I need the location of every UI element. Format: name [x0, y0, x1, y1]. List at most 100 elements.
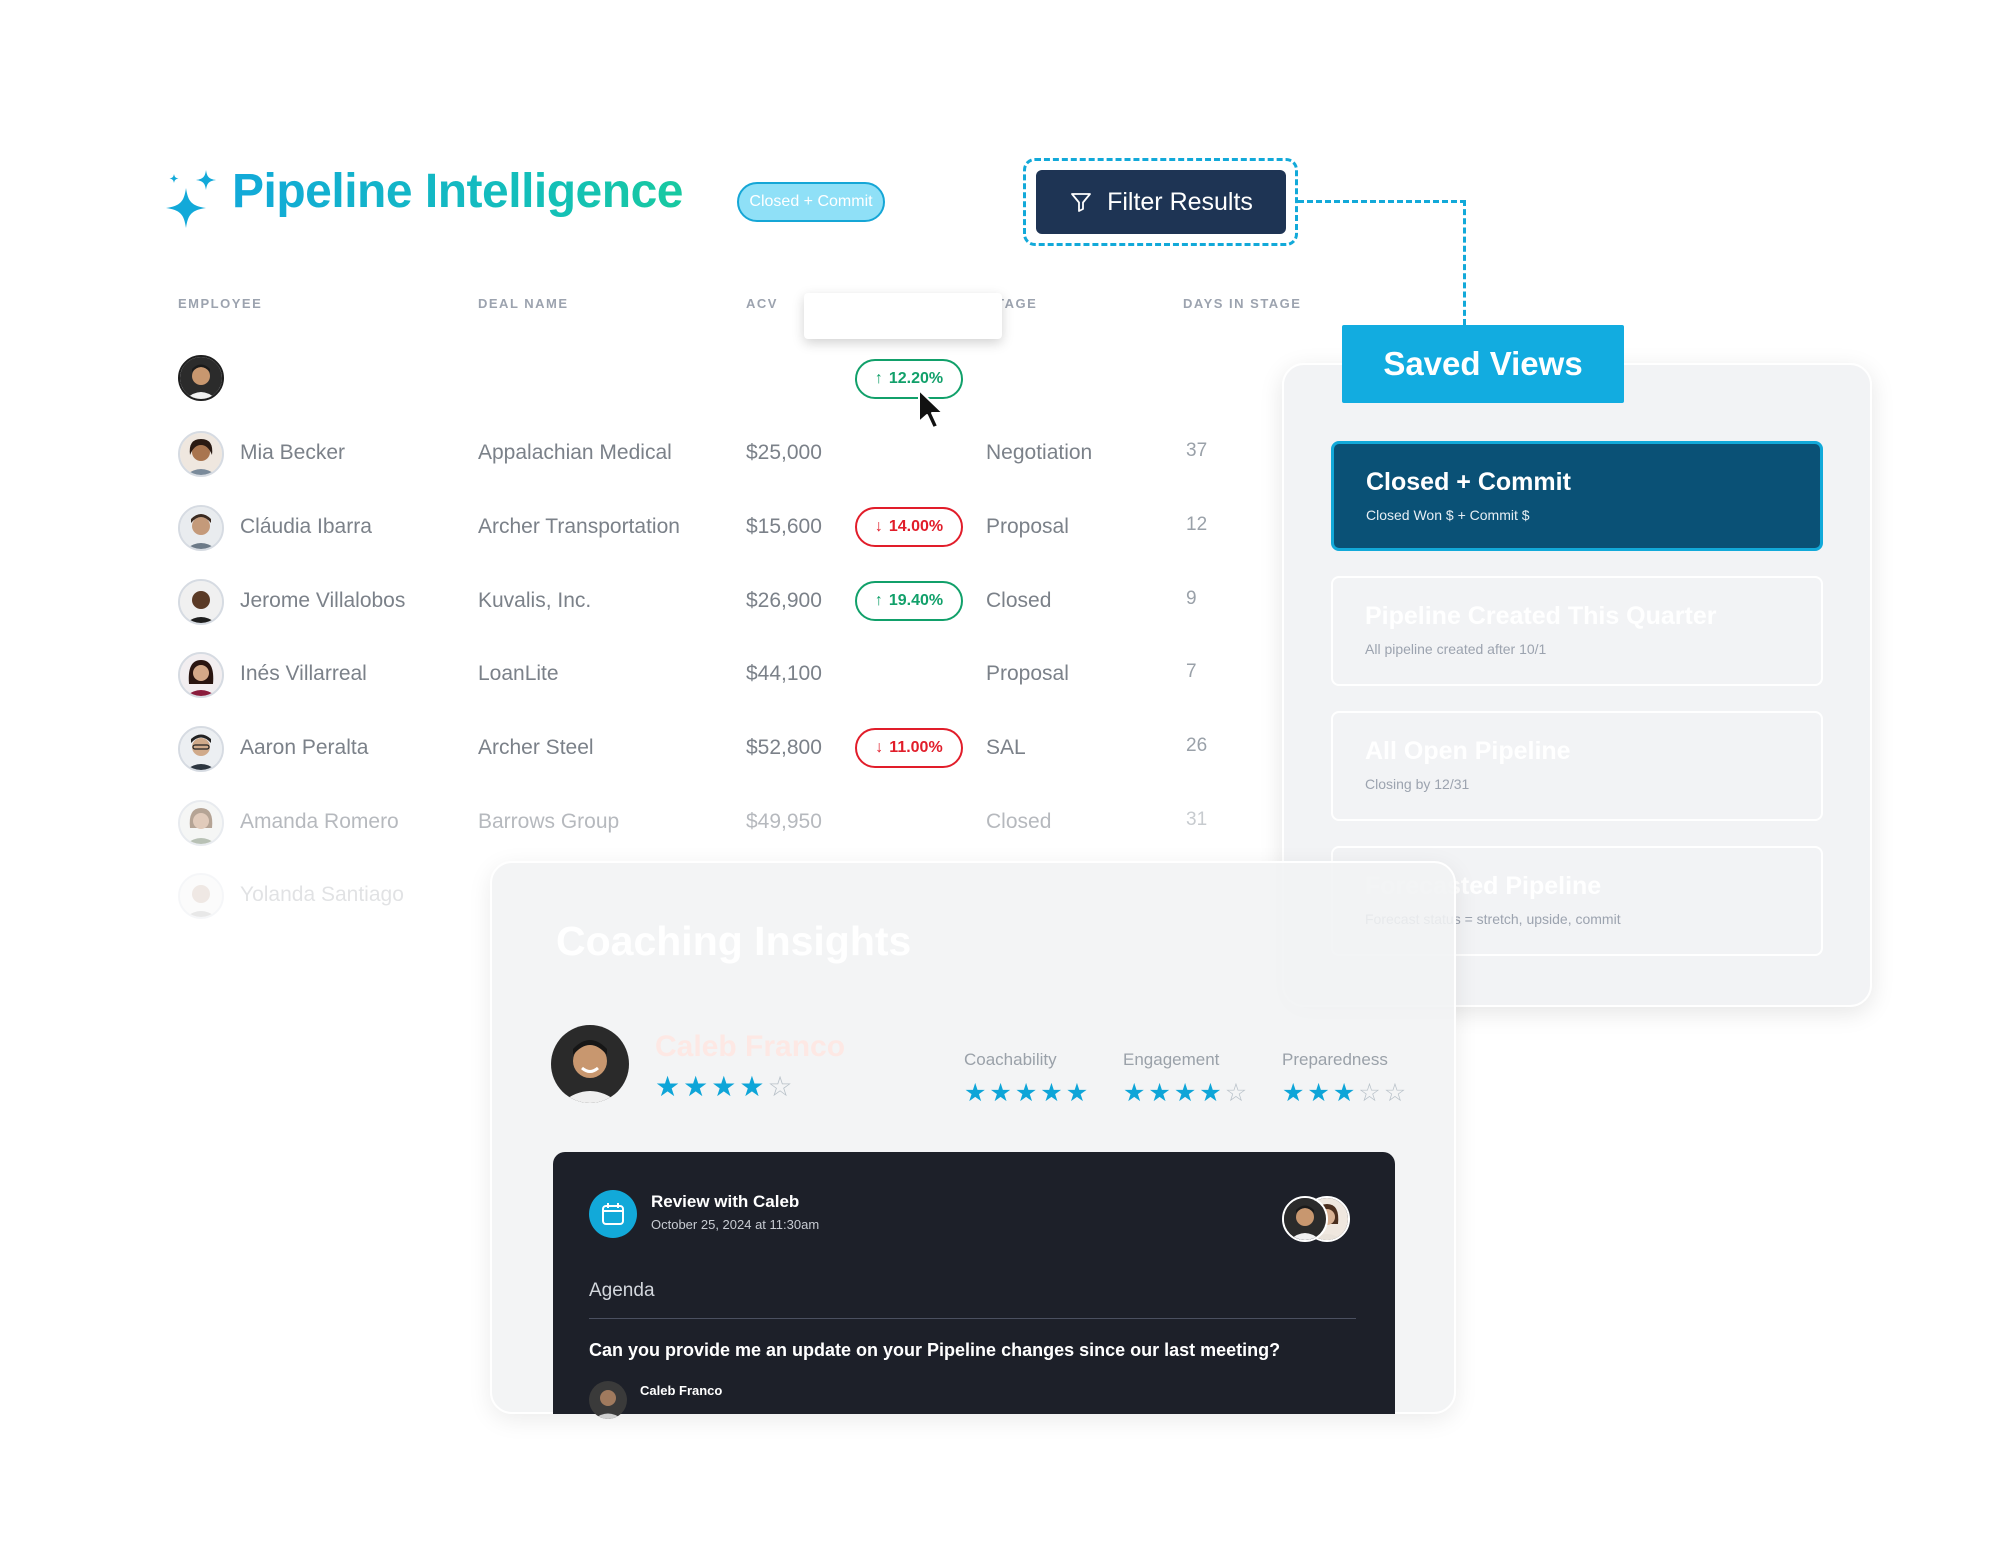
days-in-stage: 37 [1186, 440, 1208, 461]
deal-name: Appalachian Medical [478, 441, 672, 464]
star-filled-icon: ★ [683, 1071, 712, 1102]
stage: Negotiation [986, 441, 1093, 464]
rep-name: Caleb Franco [655, 1030, 846, 1063]
acv-value: $49,950 [746, 810, 822, 833]
star-filled-icon: ★ [1332, 1079, 1359, 1107]
employee-name: Cláudia Ibarra [240, 515, 372, 538]
divider [589, 1318, 1356, 1319]
acv-value: $15,600 [746, 515, 822, 538]
acv-value: $44,100 [746, 662, 822, 685]
avatar [178, 431, 224, 477]
saved-view-pipeline-created[interactable]: Pipeline Created This Quarter All pipeli… [1331, 576, 1823, 686]
stage: SAL [986, 736, 1026, 759]
column-header-days-in-stage: DAYS IN STAGE [1183, 296, 1302, 311]
star-filled-icon: ★ [1123, 1079, 1149, 1107]
days-in-stage: 12 [1186, 514, 1208, 535]
metric-label-preparedness: Preparedness [1282, 1050, 1388, 1069]
arrow-up-icon: ↑ [874, 592, 883, 609]
avatar [178, 505, 224, 551]
star-filled-icon: ★ [1065, 1079, 1092, 1107]
star-empty-icon: ☆ [1383, 1079, 1410, 1107]
tooltip-popup [804, 293, 1002, 339]
filter-icon [1071, 193, 1091, 212]
star-filled-icon: ★ [964, 1079, 990, 1107]
saved-view-title: All Open Pipeline [1365, 737, 1571, 765]
preparedness-stars: ★★★☆☆ [1282, 1078, 1409, 1108]
coaching-insights-title: Coaching Insights [556, 918, 912, 964]
stage: Closed [986, 810, 1052, 833]
avatar [178, 800, 224, 846]
employee-name: Inés Villarreal [240, 662, 367, 685]
reply-author: Caleb Franco [640, 1383, 723, 1398]
avatar [178, 873, 224, 919]
change-chip: ↓11.00% [855, 728, 963, 768]
sparkle-icon [166, 170, 216, 228]
change-chip: ↑19.40% [855, 581, 963, 621]
avatar [589, 1381, 627, 1419]
avatar [178, 652, 224, 698]
days-in-stage: 31 [1186, 809, 1208, 830]
saved-view-subtitle: Closed Won $ + Commit $ [1366, 507, 1530, 523]
avatar [178, 579, 224, 625]
arrow-up-icon: ↑ [874, 370, 883, 387]
deal-name: Kuvalis, Inc. [478, 589, 592, 612]
star-filled-icon: ★ [1282, 1079, 1308, 1107]
saved-view-closed-commit[interactable]: Closed + Commit Closed Won $ + Commit $ [1331, 441, 1823, 551]
saved-view-title: Pipeline Created This Quarter [1365, 602, 1717, 630]
calendar-icon [589, 1190, 637, 1238]
active-view-pill[interactable]: Closed + Commit [737, 182, 885, 222]
saved-view-all-open-pipeline[interactable]: All Open Pipeline Closing by 12/31 [1331, 711, 1823, 821]
review-title: Review with Caleb [651, 1192, 800, 1211]
agenda-question: Can you provide me an update on your Pip… [589, 1340, 1281, 1360]
saved-view-title: Closed + Commit [1366, 468, 1571, 496]
employee-name: Mia Becker [240, 441, 346, 464]
employee-name: Yolanda Santiago [240, 883, 404, 906]
days-in-stage: 26 [1186, 735, 1208, 756]
review-card[interactable] [553, 1152, 1395, 1414]
employee-name: Amanda Romero [240, 810, 399, 833]
metric-label-engagement: Engagement [1123, 1050, 1220, 1069]
filter-results-button[interactable]: Filter Results [1036, 170, 1286, 234]
star-filled-icon: ★ [989, 1079, 1015, 1107]
saved-view-subtitle: Closing by 12/31 [1365, 776, 1470, 792]
days-in-stage: 9 [1186, 588, 1197, 609]
stage: Closed [986, 589, 1052, 612]
stage: Proposal [986, 515, 1069, 538]
metric-label-coachability: Coachability [964, 1050, 1057, 1069]
days-in-stage: 7 [1186, 661, 1197, 682]
star-empty-icon: ☆ [767, 1071, 796, 1102]
star-filled-icon: ★ [1173, 1079, 1200, 1107]
avatar [178, 726, 224, 772]
acv-value: $25,000 [746, 441, 822, 464]
filter-results-label: Filter Results [1107, 187, 1253, 216]
star-filled-icon: ★ [711, 1071, 740, 1102]
filter-highlight-outline [1023, 158, 1298, 246]
review-date: October 25, 2024 at 11:30am [651, 1217, 820, 1232]
avatar [1282, 1196, 1328, 1242]
coachability-stars: ★★★★★ [964, 1078, 1091, 1108]
employee-name: Aaron Peralta [240, 736, 369, 759]
star-filled-icon: ★ [1199, 1079, 1225, 1107]
agenda-label: Agenda [589, 1280, 655, 1301]
saved-views-title: Saved Views [1342, 325, 1624, 403]
acv-value: $26,900 [746, 589, 822, 612]
star-filled-icon: ★ [739, 1071, 768, 1102]
connector-line [1463, 200, 1466, 325]
engagement-stars: ★★★★☆ [1123, 1078, 1250, 1108]
cursor-icon [918, 389, 944, 429]
saved-view-subtitle: All pipeline created after 10/1 [1365, 641, 1547, 657]
arrow-down-icon: ↓ [874, 518, 883, 535]
star-filled-icon: ★ [1148, 1079, 1174, 1107]
star-filled-icon: ★ [1014, 1079, 1041, 1107]
deal-name: Barrows Group [478, 810, 620, 833]
change-chip: ↓14.00% [855, 507, 963, 547]
star-empty-icon: ☆ [1358, 1079, 1384, 1107]
column-header-acv: ACV [746, 296, 778, 311]
star-filled-icon: ★ [655, 1071, 684, 1102]
stage: Proposal [986, 662, 1069, 685]
avatar [551, 1025, 629, 1103]
star-filled-icon: ★ [1307, 1079, 1333, 1107]
employee-name: Jerome Villalobos [240, 589, 406, 612]
column-header-employee: EMPLOYEE [178, 296, 263, 311]
page-title: Pipeline Intelligence [232, 165, 683, 218]
